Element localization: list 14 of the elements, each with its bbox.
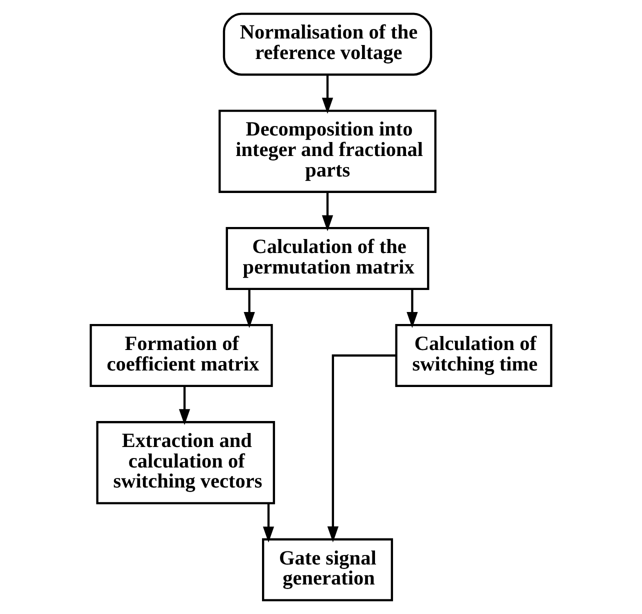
node-box: Gate signal generation	[262, 538, 394, 602]
node-box: Extraction and calculation of switching vectors	[96, 421, 276, 504]
arrow	[244, 289, 255, 328]
node-box: Formation of coefficient matrix	[90, 324, 273, 387]
arrow	[322, 74, 334, 114]
arrow	[322, 192, 334, 232]
arrow	[327, 354, 396, 542]
arrow	[178, 386, 190, 426]
node-box: Calculation of the permutation matrix	[226, 227, 430, 290]
node-box: Decomposition into integer and fractional parts	[218, 110, 436, 193]
arrow	[262, 504, 274, 543]
node-box: Calculation of switching time	[395, 324, 552, 387]
node-box: Normalisation of the reference voltage	[222, 12, 432, 76]
arrow	[406, 289, 418, 328]
